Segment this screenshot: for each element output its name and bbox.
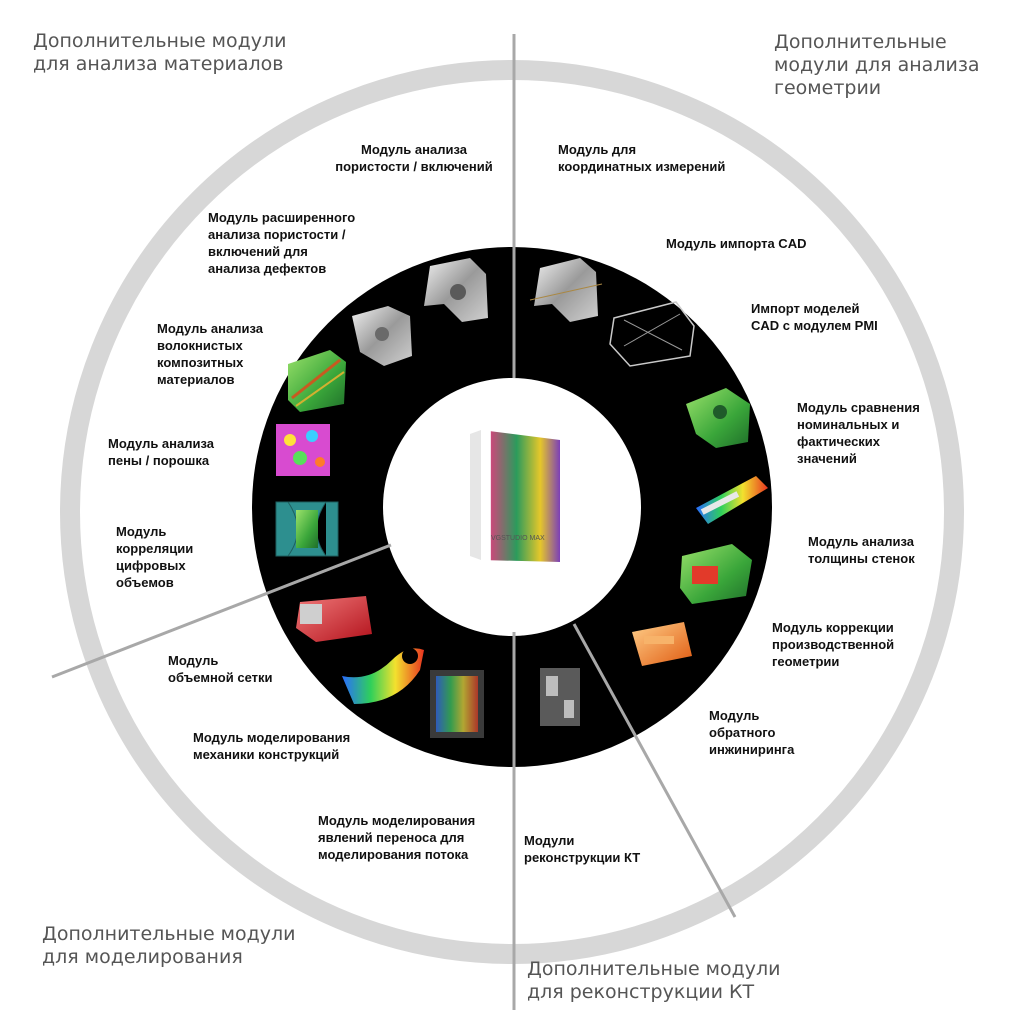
thumb-volume-mesh-image xyxy=(296,596,372,642)
label-adv-porosity: Модуль расширенного анализа пористости /… xyxy=(208,210,356,276)
label-reverse-eng: Модуль обратного инжиниринга xyxy=(709,708,795,757)
divider-right xyxy=(572,623,737,918)
thumb-reverse-eng-image xyxy=(632,622,692,666)
thumb-cmm-image xyxy=(529,258,603,322)
label-porosity: Модуль анализа пористости / включений xyxy=(335,142,493,174)
label-dvc: Модуль корреляции цифровых объемов xyxy=(116,524,194,590)
thumb-porosity-image xyxy=(424,258,488,322)
label-structural: Модуль моделирования механики конструкци… xyxy=(193,730,351,762)
label-cad-pmi: Импорт моделей CAD с модулем PMI xyxy=(751,301,878,333)
divider-left xyxy=(51,543,392,679)
product-box-image: VGSTUDIO MAX xyxy=(470,430,560,562)
label-nominal-actual: Модуль сравнения номинальных и фактическ… xyxy=(797,400,920,466)
sector-title-materials: Дополнительные модули для анализа матери… xyxy=(33,30,287,75)
label-volume-mesh: Модуль объемной сетки xyxy=(168,653,273,685)
sector-title-simulation: Дополнительные модули для моделирования xyxy=(42,923,296,968)
label-mfg-geometry: Модуль коррекции производственной геомет… xyxy=(772,620,895,669)
thumb-fiber-image xyxy=(288,350,346,412)
thumb-adv-porosity-image xyxy=(352,306,412,366)
label-fiber: Модуль анализа волокнистых композитных м… xyxy=(157,321,264,387)
label-cmm: Модуль для координатных измерений xyxy=(558,142,726,174)
thumb-cad-import-image xyxy=(609,301,695,367)
sector-title-geometry: Дополнительные модули для анализа геомет… xyxy=(774,31,980,99)
product-box-label: VGSTUDIO MAX xyxy=(491,535,545,542)
thumb-foam-image xyxy=(276,424,330,476)
label-foam: Модуль анализа пены / порошка xyxy=(108,436,215,468)
thumb-ct-recon-image xyxy=(540,668,580,726)
label-cad-import: Модуль импорта CAD xyxy=(666,236,807,251)
label-ct-recon: Модули реконструкции КТ xyxy=(524,833,641,865)
thumb-nominal-actual-image xyxy=(686,388,750,448)
thumb-transport-image xyxy=(430,670,484,738)
thumb-dvc-image xyxy=(275,501,339,557)
outer-ring xyxy=(60,60,964,964)
thumb-mfg-geometry-image xyxy=(680,544,752,604)
thumb-structural-image xyxy=(342,648,424,704)
sector-title-ct: Дополнительные модули для реконструкции … xyxy=(527,958,781,1003)
thumb-wall-thickness-image xyxy=(696,476,768,524)
label-wall-thickness: Модуль анализа толщины стенок xyxy=(808,534,915,566)
label-transport: Модуль моделирования явлений переноса дл… xyxy=(318,813,476,862)
